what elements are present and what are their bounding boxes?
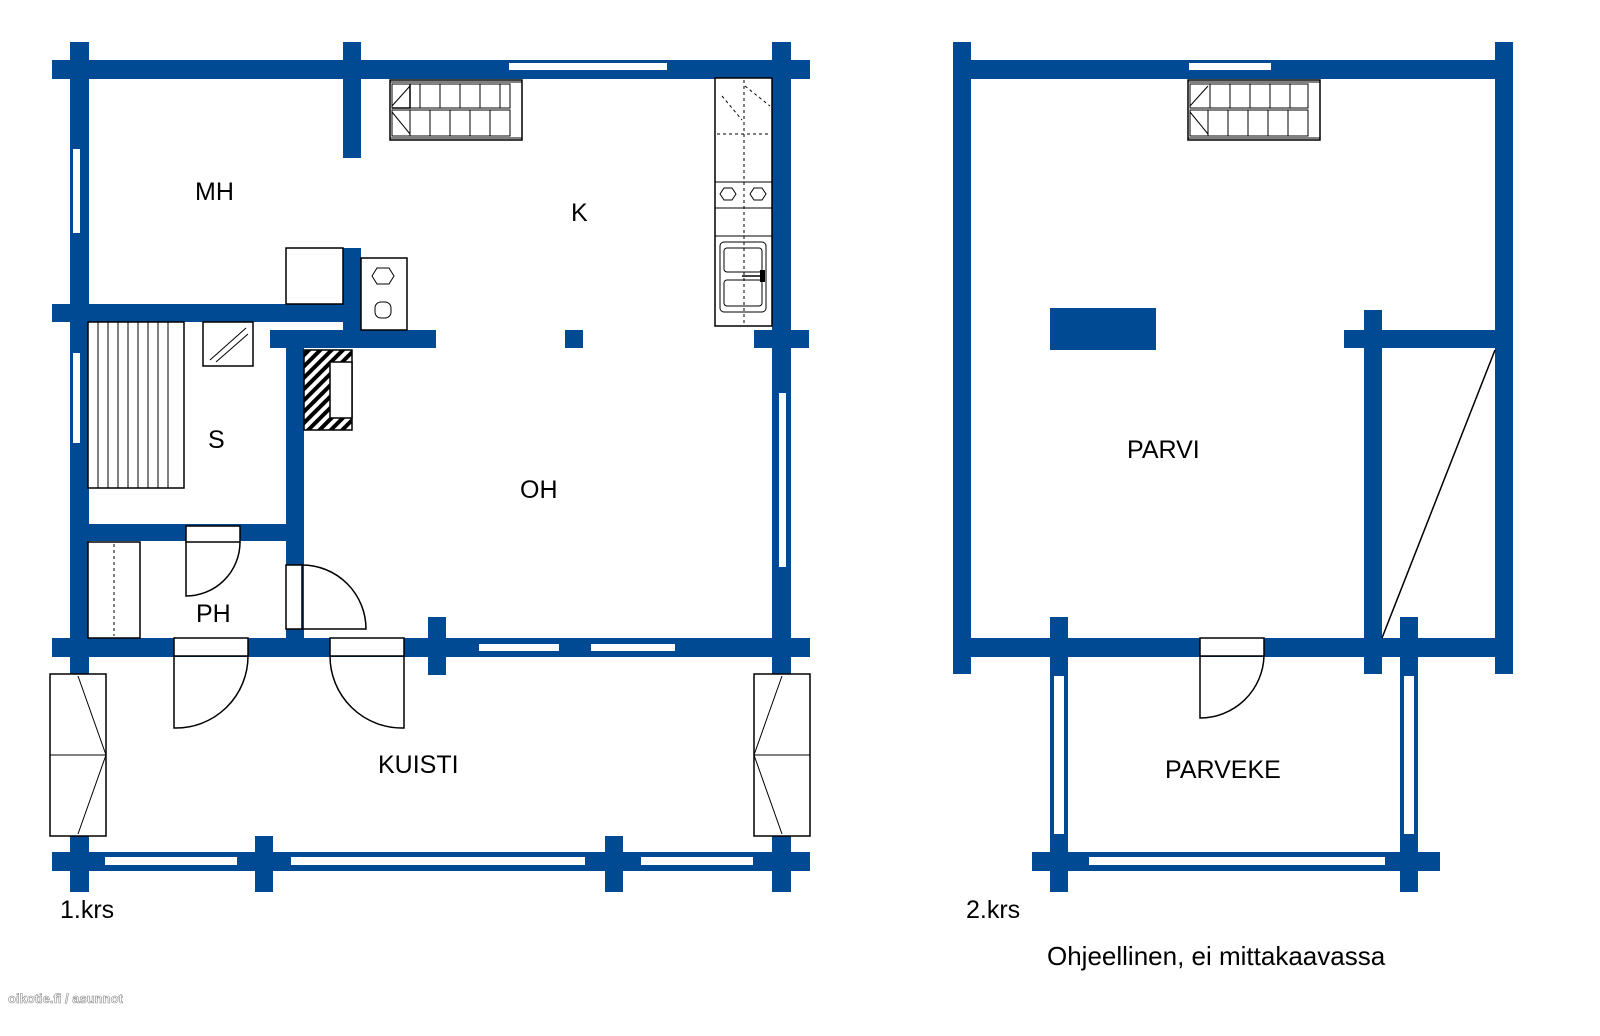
room-label-mh: MH — [195, 178, 234, 206]
stair-icon — [1187, 79, 1321, 141]
f1-oh-partition — [270, 330, 436, 348]
porch-folding-door-right — [753, 673, 811, 837]
f2-window-top — [1187, 61, 1273, 72]
f2-inner-wall — [1364, 310, 1382, 674]
stair-icon — [389, 79, 523, 141]
ph-bench-icon — [87, 541, 141, 639]
door-swing-icon — [1199, 637, 1265, 719]
f1-post-4 — [605, 836, 623, 892]
f1-window-porch-1 — [103, 855, 239, 867]
floor-2-label: 2.krs — [966, 896, 1020, 924]
f1-window-porch-3 — [639, 855, 755, 867]
f1-s-right-wall — [286, 330, 304, 640]
f2-balcony-glass-right — [1402, 674, 1416, 836]
watermark: oikotie.fi / asunnot — [8, 991, 124, 1006]
stove-icon — [719, 187, 767, 201]
f1-post-1 — [343, 42, 361, 158]
f1-post-2 — [428, 617, 446, 675]
floor-2-plan: PARVI PARVEKE 2.krs — [953, 42, 1513, 924]
kiuas-icon — [202, 321, 254, 367]
f1-window-oh-bottom-1 — [477, 642, 561, 653]
f1-window-oh — [777, 391, 788, 569]
room-label-parvi: PARVI — [1127, 436, 1200, 464]
f1-post-3 — [255, 836, 273, 892]
f1-window-top — [507, 61, 669, 72]
sauna-bench-icon — [87, 321, 185, 489]
f1-window-s — [71, 351, 82, 445]
f2-inner-wall-top — [1344, 330, 1495, 348]
f1-mh-s-wall — [52, 304, 357, 322]
f1-post-5 — [754, 330, 809, 348]
f1-window-porch-2 — [289, 855, 587, 867]
room-label-parveke: PARVEKE — [1165, 756, 1281, 784]
kitchen-counter — [714, 77, 773, 327]
fridge-icon — [285, 247, 344, 305]
door-swing-icon — [173, 525, 405, 729]
room-label-s: S — [208, 426, 225, 454]
f2-balcony-glass-left — [1052, 674, 1066, 836]
f1-top-wall — [52, 60, 810, 79]
room-label-ph: PH — [196, 600, 231, 628]
room-label-k: K — [571, 199, 588, 227]
sink-icon — [719, 241, 767, 313]
f1-window-mh — [71, 147, 82, 235]
f1-window-oh-bottom-2 — [589, 642, 677, 653]
f2-left-wall — [953, 42, 971, 674]
room-label-oh: OH — [520, 476, 558, 504]
f1-column — [565, 330, 583, 348]
sauna-stove-icon — [360, 257, 408, 331]
f2-balcony-glass-bottom — [1087, 855, 1387, 867]
porch-folding-door-left — [49, 673, 107, 837]
fireplace-icon — [303, 349, 353, 431]
floor-1-label: 1.krs — [60, 896, 114, 924]
floor-1-plan: MH K S OH PH KUISTI 1.krs — [49, 42, 811, 924]
f2-roof-slope-line — [1381, 349, 1496, 639]
f2-right-wall — [1495, 42, 1513, 674]
f1-stove-wall — [343, 248, 361, 348]
room-label-kuisti: KUISTI — [378, 751, 459, 779]
scale-note: Ohjeellinen, ei mittakaavassa — [1047, 941, 1386, 971]
f2-chimney — [1050, 308, 1156, 350]
